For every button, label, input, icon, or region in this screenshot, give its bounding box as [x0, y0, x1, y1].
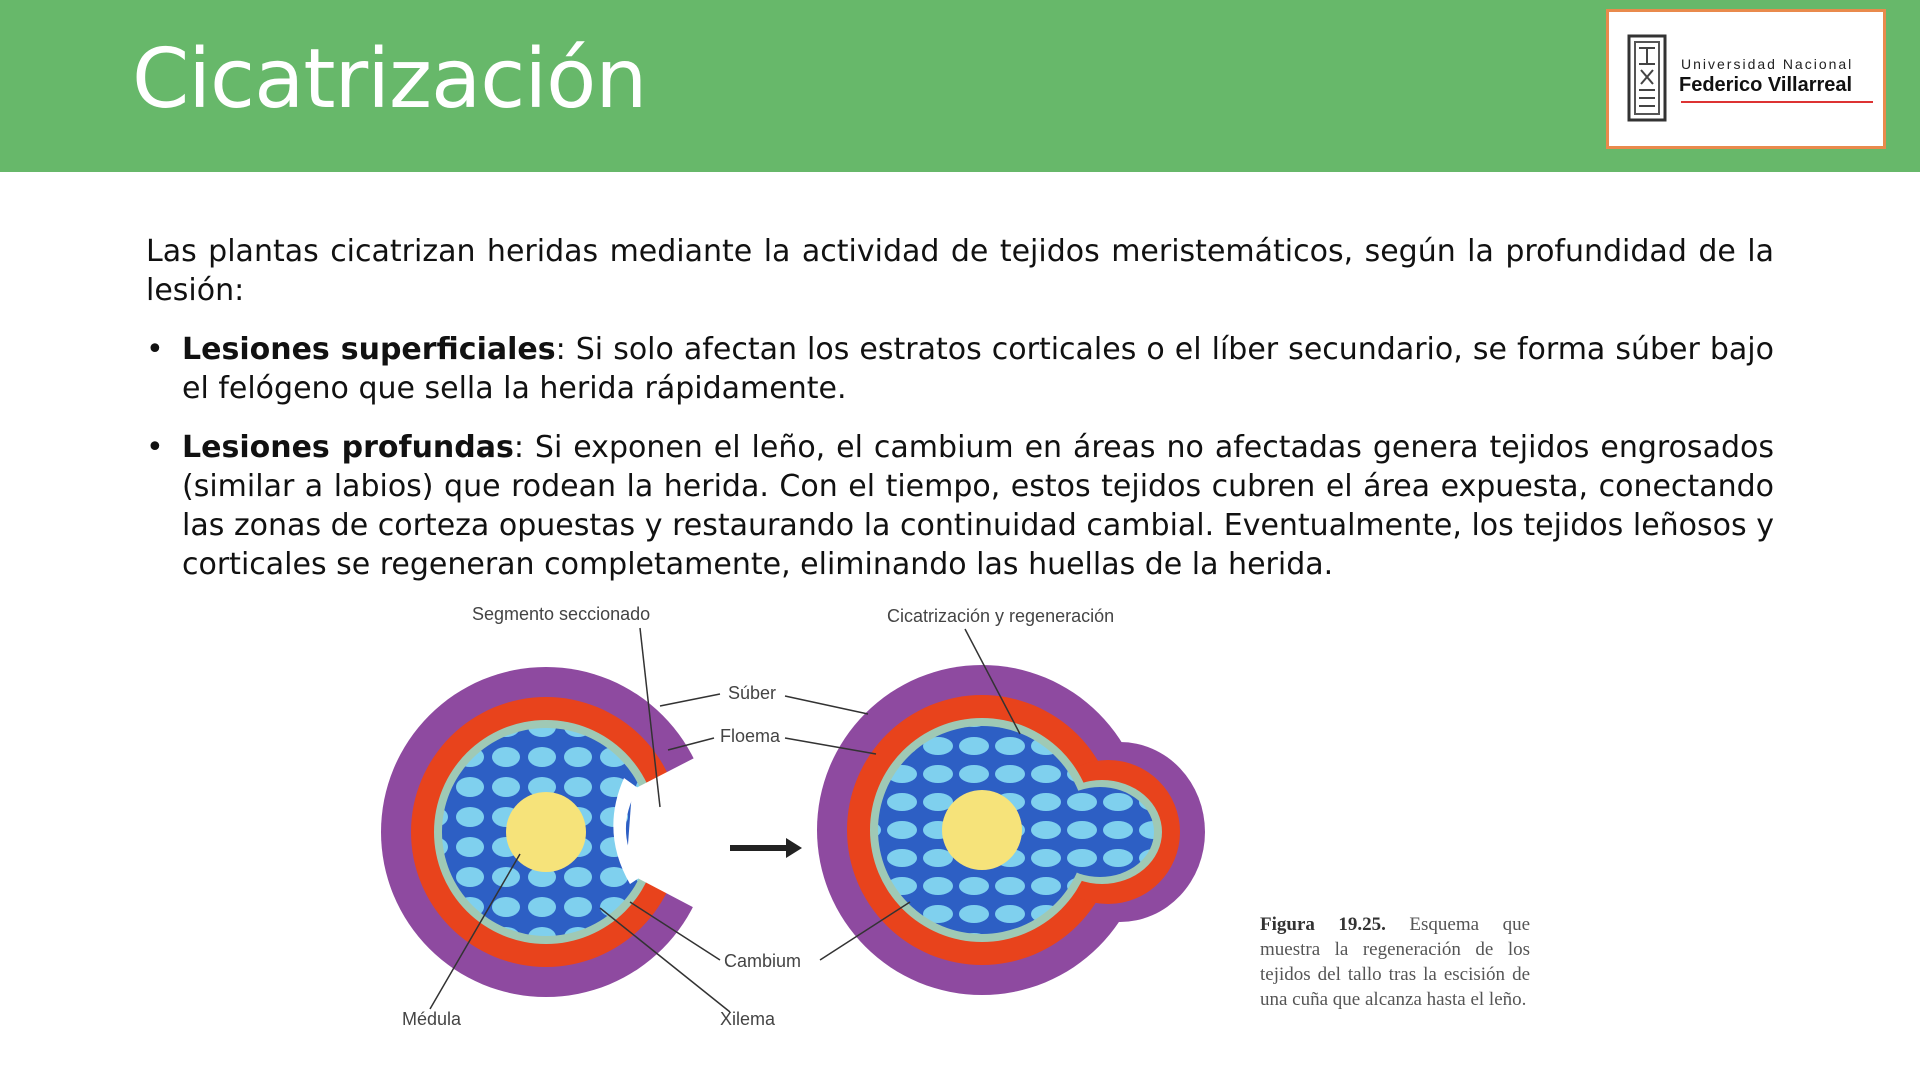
bullet-term: Lesiones profundas — [182, 430, 514, 465]
bullet-item-superficiales: • Lesiones superficiales: Si solo afectan… — [146, 330, 1774, 408]
bullet-list: • Lesiones superficiales: Si solo afectan… — [146, 330, 1774, 584]
caption-number: Figura 19.25. — [1260, 914, 1386, 935]
caption-text: Esquema que muestra la regeneración de l… — [1260, 914, 1531, 1010]
university-logo: Universidad Nacional Federico Villarreal — [1606, 9, 1886, 149]
slide-body: Las plantas cicatrizan heridas mediante … — [146, 232, 1774, 604]
stem-regeneration-diagram: Segmento seccionado Cicatrización y rege… — [381, 604, 1205, 1029]
bullet-text: : Si solo afectan los estratos corticale… — [182, 332, 1774, 406]
bullet-term: Lesiones superficiales — [182, 332, 556, 367]
label-suber: Súber — [728, 683, 776, 703]
logo-line-2: Federico Villarreal — [1679, 74, 1853, 96]
bullet-dot: • — [146, 430, 164, 465]
slide-title: Cicatrización — [132, 32, 647, 127]
medula-shape — [506, 792, 586, 872]
university-emblem-icon — [1627, 34, 1667, 122]
transition-arrow-icon — [730, 838, 802, 858]
bullet-text: : Si exponen el leño, el cambium en área… — [182, 430, 1774, 582]
label-cicatrizacion: Cicatrización y regeneración — [887, 606, 1114, 626]
leader-lines — [429, 627, 1021, 1013]
label-xilema: Xilema — [720, 1009, 776, 1029]
intro-paragraph: Las plantas cicatrizan heridas mediante … — [146, 234, 1774, 308]
sectioned-stem — [381, 667, 720, 997]
logo-line-1: Universidad Nacional — [1681, 56, 1854, 72]
label-cambium: Cambium — [724, 951, 801, 971]
label-segmento: Segmento seccionado — [472, 604, 650, 624]
header-bar: Cicatrización Universidad Nacional Feder… — [0, 0, 1920, 172]
figure-caption: Figura 19.25. Esquema que muestra la reg… — [1260, 912, 1530, 1012]
regenerated-stem — [817, 665, 1205, 995]
label-medula: Médula — [402, 1009, 462, 1029]
label-floema: Floema — [720, 726, 781, 746]
bullet-item-profundas: • Lesiones profundas: Si exponen el leño,… — [146, 428, 1774, 584]
logo-underline — [1681, 101, 1873, 103]
bullet-dot: • — [146, 332, 164, 367]
